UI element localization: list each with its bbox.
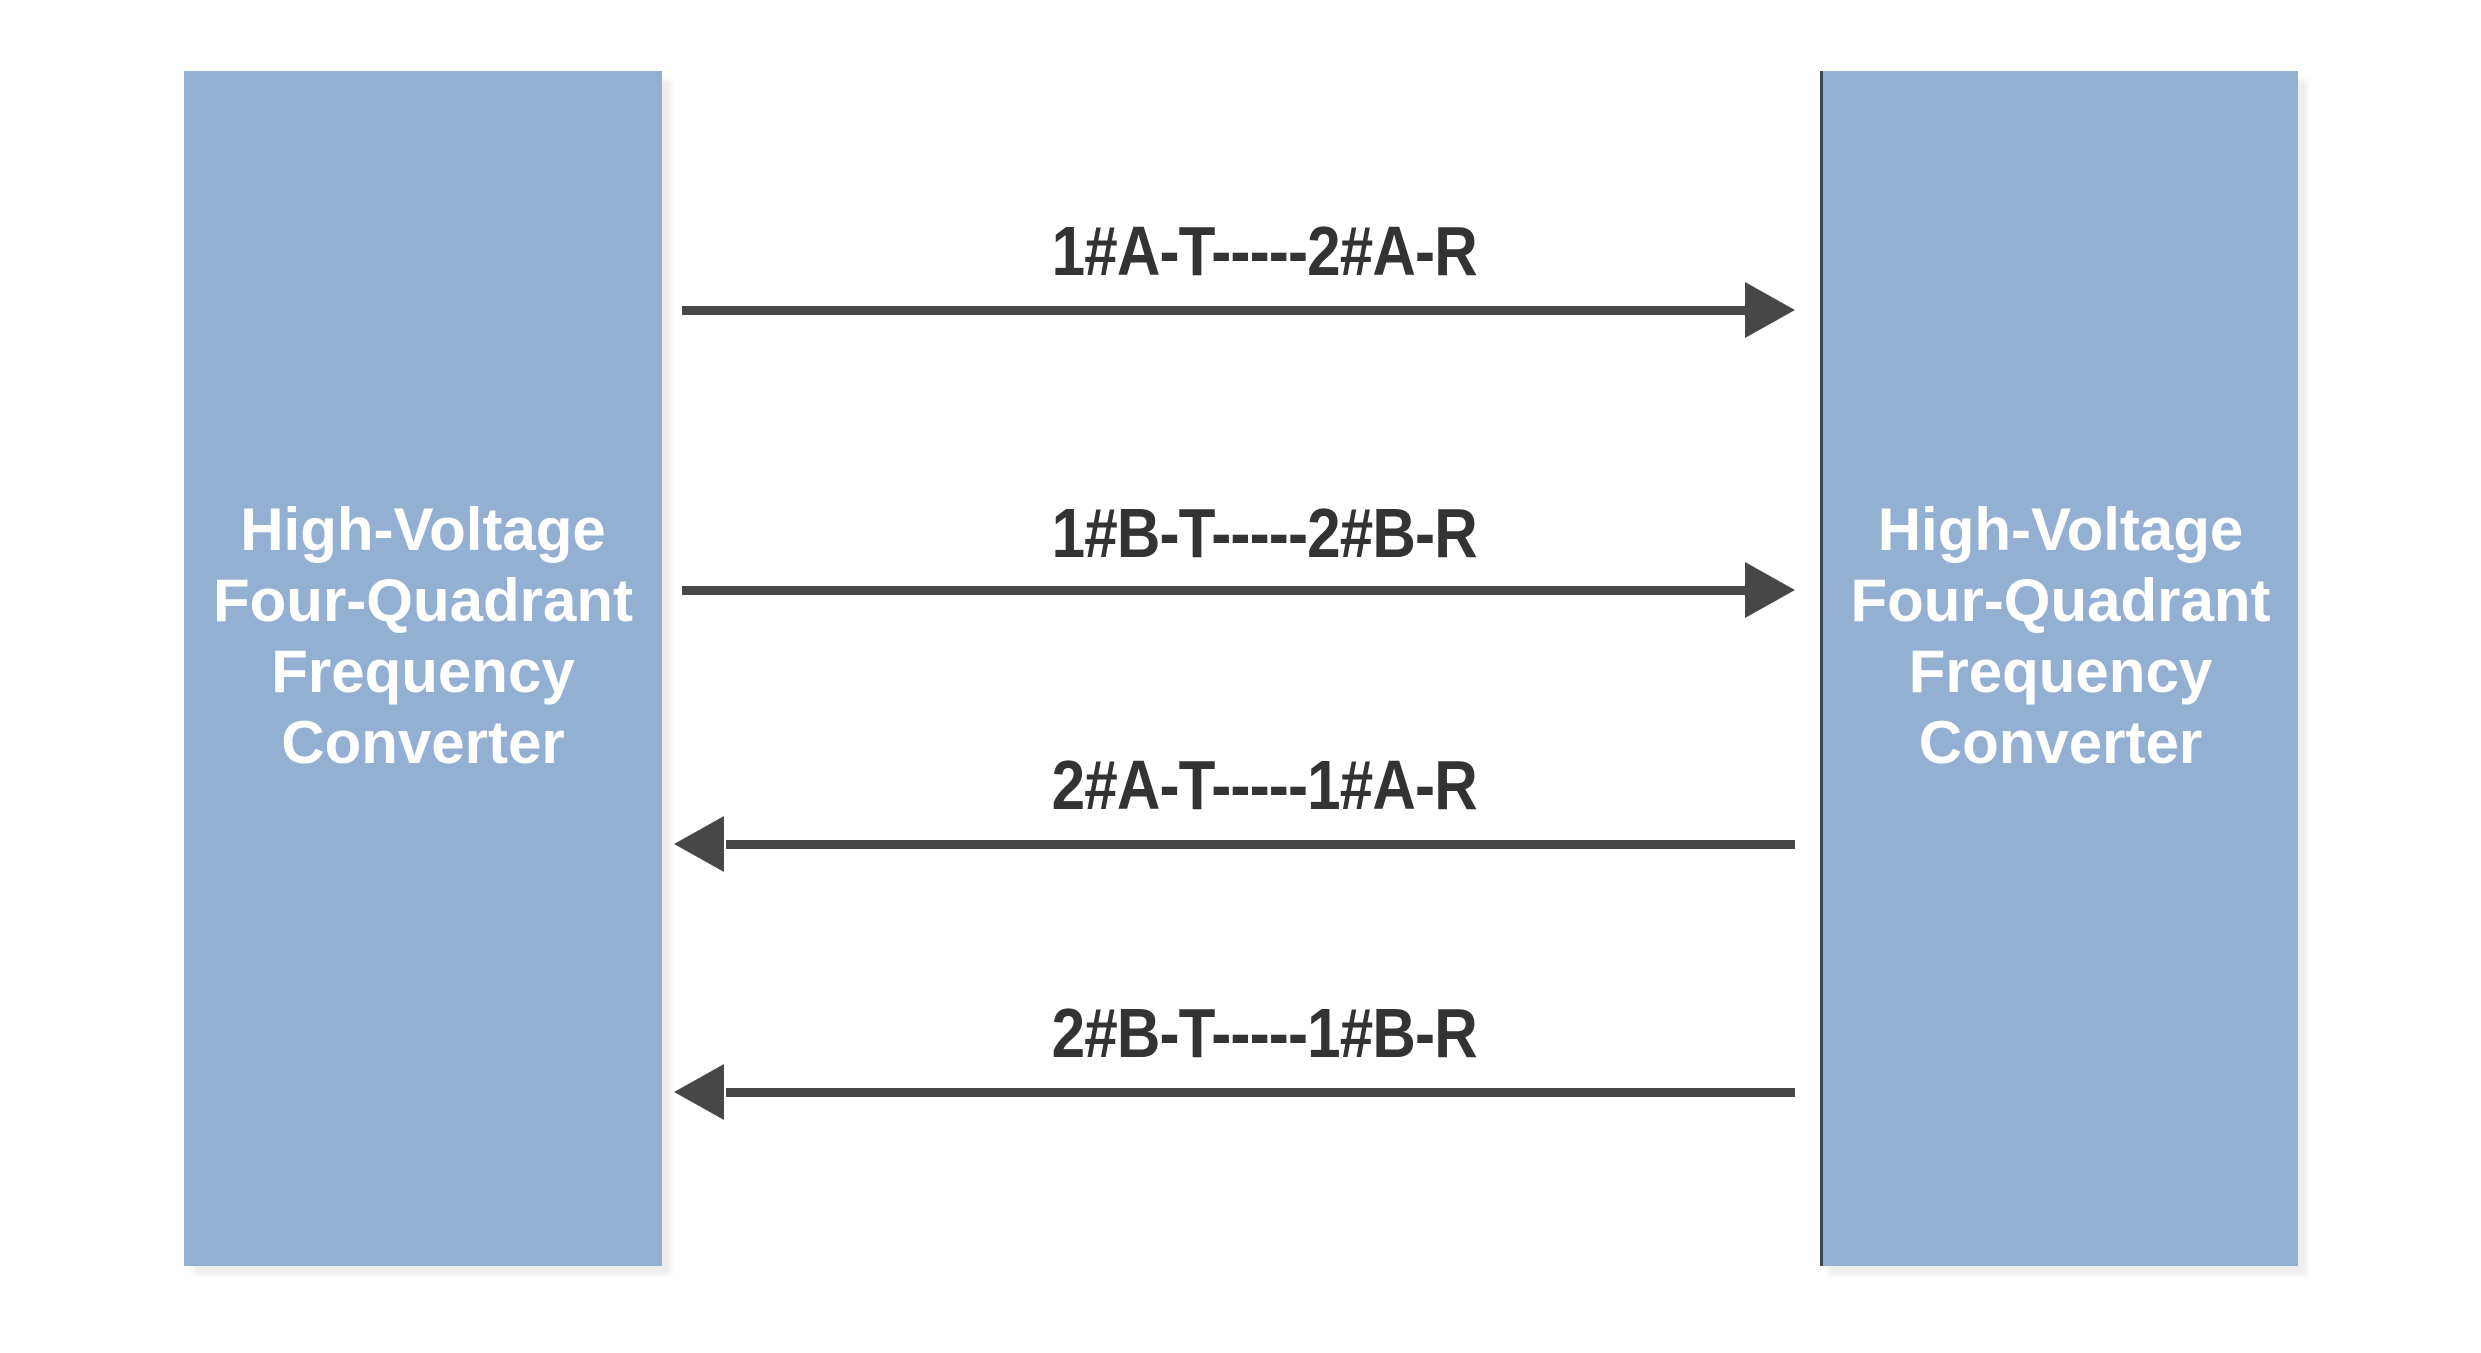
arrowhead-right-icon xyxy=(1745,562,1795,618)
arrow-shaft xyxy=(726,1088,1795,1097)
arrowhead-left-icon xyxy=(674,816,724,872)
arrow-shaft xyxy=(682,586,1751,595)
arrowhead-right-icon xyxy=(1745,282,1795,338)
arrow-label-2: 1#B-T-----2#B-R xyxy=(1051,494,1478,572)
arrow-label-1: 1#A-T-----2#A-R xyxy=(1051,212,1478,290)
box-text-line: Frequency xyxy=(1908,637,2213,705)
box-text-line: Converter xyxy=(281,708,565,776)
right-converter-box: High-Voltage Four-Quadrant Frequency Con… xyxy=(1820,71,2298,1266)
arrowhead-left-icon xyxy=(674,1064,724,1120)
arrow-left-1 xyxy=(674,815,1795,873)
box-text-line: Frequency xyxy=(271,637,575,705)
arrow-label-3: 2#A-T-----1#A-R xyxy=(1051,746,1478,824)
arrow-shaft xyxy=(726,840,1795,849)
box-text-line: Converter xyxy=(1918,708,2203,776)
arrow-shaft xyxy=(682,306,1751,315)
box-text-line: High-Voltage xyxy=(240,495,606,563)
left-converter-label: High-Voltage Four-Quadrant Frequency Con… xyxy=(213,494,633,778)
box-text-line: High-Voltage xyxy=(1877,495,2244,563)
arrow-right-1 xyxy=(674,281,1795,339)
arrow-left-2 xyxy=(674,1063,1795,1121)
arrow-right-2 xyxy=(674,561,1795,619)
box-text-line: Four-Quadrant xyxy=(1850,566,2271,634)
box-text-line: Four-Quadrant xyxy=(213,566,633,634)
right-converter-label: High-Voltage Four-Quadrant Frequency Con… xyxy=(1851,494,2271,778)
arrow-label-4: 2#B-T-----1#B-R xyxy=(1051,994,1478,1072)
left-converter-box: High-Voltage Four-Quadrant Frequency Con… xyxy=(184,71,662,1266)
